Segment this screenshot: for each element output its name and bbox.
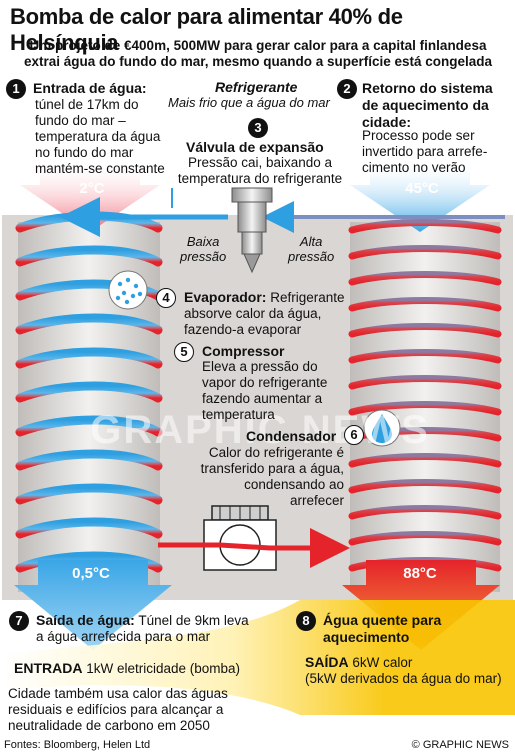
energy-output: SAÍDA 6kW calor (5kW derivados da água d…	[305, 654, 502, 686]
refrigerant-note: Mais frio que a água do mar	[168, 95, 330, 110]
step-5-badge: 5	[174, 342, 194, 362]
seawater-inlet-arrow	[20, 160, 160, 232]
return-water-arrow	[350, 160, 490, 232]
step-8-badge: 8	[296, 611, 316, 631]
condenser-droplet-icon	[363, 409, 401, 447]
step-3-badge: 3	[248, 118, 268, 138]
step-4-text: Evaporador: Refrigerante absorve calor d…	[184, 289, 345, 337]
compressor	[203, 505, 277, 571]
step-7-text: Saída de água: Túnel de 9km leva a água …	[36, 612, 249, 644]
outlet-hot-temperature: 88°C	[403, 565, 437, 582]
expansion-valve	[231, 187, 273, 274]
return-temperature: 45°C	[405, 180, 439, 197]
energy-input: ENTRADA 1kW eletricidade (bomba)	[14, 660, 241, 676]
step-6-title: Condensador	[246, 428, 337, 444]
refrigerant-title: Refrigerante	[215, 79, 298, 95]
step-1-title: Entrada de água:	[33, 80, 147, 96]
step-3-title: Válvula de expansão	[186, 139, 324, 155]
energy-glow	[0, 600, 515, 715]
subtitle-line-2: extrai água do fundo do mar, mesmo quand…	[23, 54, 493, 69]
evaporator-droplets-icon	[108, 270, 148, 310]
outlet-cold-temperature: 0,5°C	[72, 565, 110, 582]
refrigerant-line-hot	[158, 528, 350, 568]
step-4-badge: 4	[156, 288, 176, 308]
step-6-badge: 6	[344, 425, 364, 445]
subtitle-line-1: Um projeto de €400m, 500MW para gerar ca…	[29, 38, 487, 53]
inlet-temperature: 2°C	[79, 180, 105, 197]
page-title: Bomba de calor para alimentar 40% de Hel…	[10, 4, 403, 55]
step-7-badge: 7	[9, 611, 29, 631]
cold-outlet-arrow	[14, 560, 172, 650]
credit: © GRAPHIC NEWS	[411, 739, 509, 751]
step-2-badge: 2	[337, 79, 357, 99]
step-1-badge: 1	[6, 79, 26, 99]
step-5-title: Compressor	[202, 343, 285, 359]
sources: Fontes: Bloomberg, Helen Ltd	[4, 739, 151, 751]
